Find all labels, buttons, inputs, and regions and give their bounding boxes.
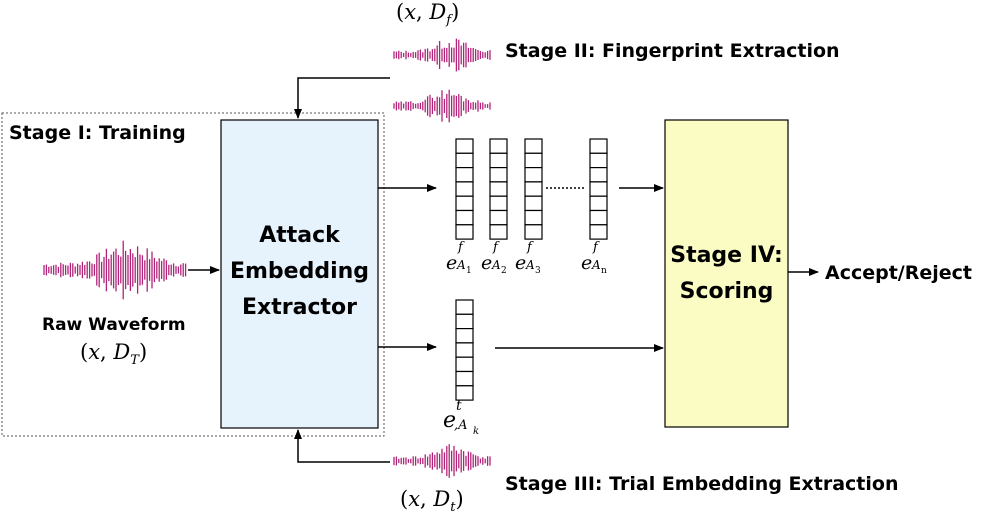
embedding-cell [455, 209, 474, 226]
embedding-cell [589, 181, 608, 197]
embedding-cell [489, 224, 508, 240]
embedding-cell [589, 209, 608, 226]
embedding-cell [455, 356, 474, 373]
waveform-train [43, 240, 187, 300]
raw-waveform-label: Raw Waveform [42, 315, 186, 335]
embedding-cell [589, 224, 608, 240]
extractor-line-2: Embedding [229, 259, 370, 284]
embedding-cell [524, 181, 543, 197]
embedding-cell [455, 152, 474, 169]
embedding-cell [489, 152, 508, 169]
waveform-trial [393, 444, 491, 478]
fingerprint-embedding-1 [455, 138, 474, 240]
extractor-line-1: Attack [259, 223, 340, 248]
embedding-cell [455, 138, 474, 154]
scoring-box [664, 119, 789, 428]
fingerprint-embedding-n [589, 138, 608, 240]
arrow-trial-to-extractor [294, 429, 390, 463]
stage1-frame [1, 112, 385, 437]
embedding-cell [589, 167, 608, 183]
embedding-cell [524, 195, 543, 212]
fingerprint-embedding-2 [489, 138, 508, 240]
embedding-cell [455, 385, 474, 401]
embedding-cell [455, 167, 474, 183]
scoring-title: Stage IV: Scoring [665, 238, 788, 310]
embedding-cell [489, 181, 508, 197]
embedding-cell [589, 195, 608, 212]
embedding-cell [489, 138, 508, 154]
arrow-fingerprint-to-extractor [294, 77, 390, 119]
embedding-cell [455, 342, 474, 358]
output-label: Accept/Reject [825, 262, 972, 284]
embedding-cell [524, 167, 543, 183]
train-pair-label: (x, DT) [80, 340, 148, 369]
stage2-label: Stage II: Fingerprint Extraction [505, 40, 840, 62]
embedding-cell [455, 181, 474, 197]
extractor-line-3: Extractor [242, 295, 357, 320]
embedding-cell [455, 224, 474, 240]
trial-pair-label: (x, Dt) [400, 487, 464, 516]
extractor-box [220, 119, 379, 429]
embedding-cell [589, 138, 608, 154]
embedding-cell [589, 152, 608, 169]
fingerprint-pair-label: (x, Df) [396, 0, 460, 29]
embedding-cell [455, 328, 474, 344]
embedding-cell [455, 195, 474, 212]
embedding-cell [524, 152, 543, 169]
extractor-title: Attack Embedding Extractor [221, 218, 378, 326]
scoring-line-2: Scoring [679, 279, 774, 304]
embedding-cell [489, 209, 508, 226]
scoring-line-1: Stage IV: [670, 243, 783, 268]
embedding-cell [489, 167, 508, 183]
trial-embedding [455, 299, 474, 401]
embedding-cell [524, 209, 543, 226]
waveform-fingerprint-1 [393, 38, 491, 72]
embedding-cell [455, 299, 474, 315]
fingerprint-embedding-3 [524, 138, 543, 240]
stage3-label: Stage III: Trial Embedding Extraction [505, 473, 899, 495]
embedding-cell [455, 370, 474, 387]
embedding-cell [455, 313, 474, 330]
embedding-cell [524, 224, 543, 240]
embedding-cell [489, 195, 508, 212]
waveform-fingerprint-2 [393, 89, 491, 123]
stage1-label: Stage I: Training [9, 122, 186, 144]
embedding-cell [524, 138, 543, 154]
